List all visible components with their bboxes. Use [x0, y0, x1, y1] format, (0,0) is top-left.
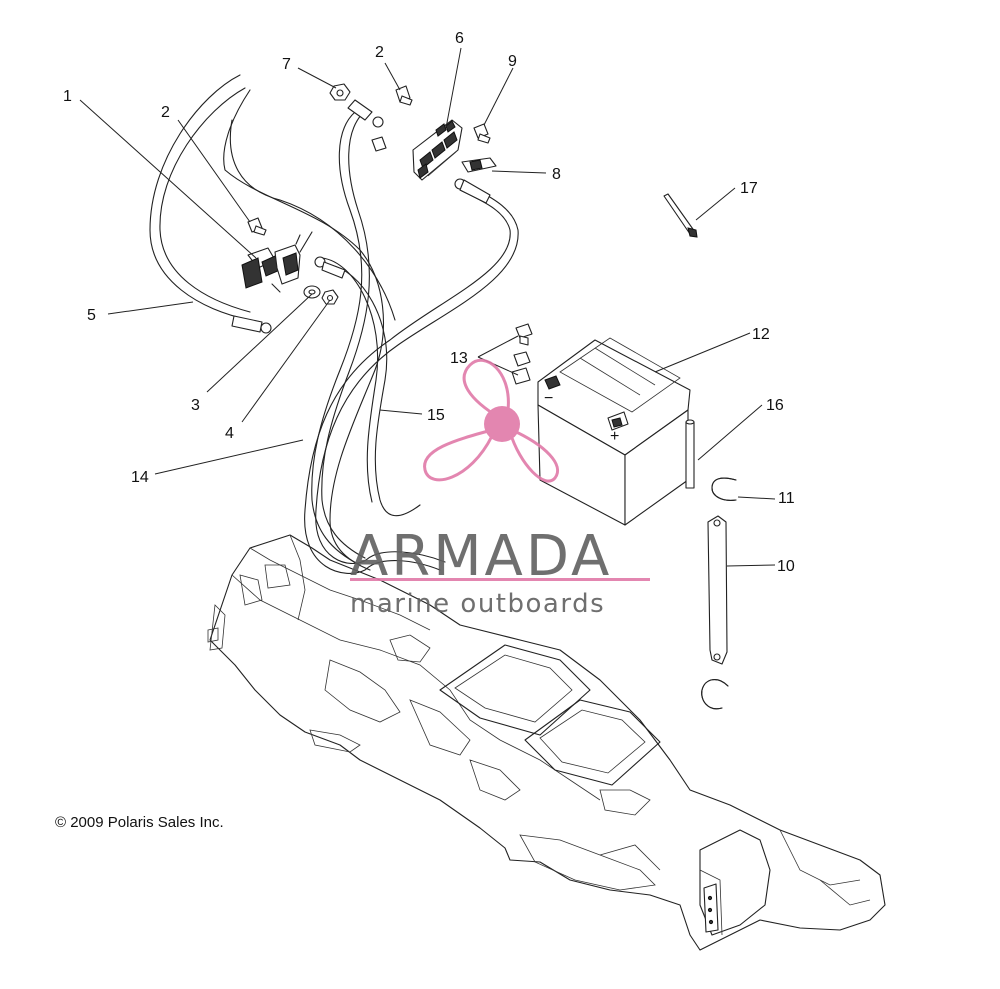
callout-6: 6: [455, 30, 464, 47]
chassis-frame: [207, 534, 886, 951]
battery-cable-15: [311, 99, 384, 566]
strap-part-10: [707, 515, 728, 665]
callout-15: 15: [427, 407, 445, 424]
callout-9: 9: [508, 53, 517, 70]
bolt-part-2-left: [247, 217, 267, 236]
callout-2-left: 2: [161, 104, 170, 121]
callout-11: 11: [778, 490, 795, 507]
solenoid-part-1: [241, 231, 313, 293]
leader-lines: [79, 47, 776, 567]
callout-12: 12: [752, 326, 770, 343]
clip-part-8: [461, 157, 497, 173]
bolt-small: [371, 136, 387, 152]
battery-negative-symbol: −: [544, 390, 553, 407]
screw-part-9: [473, 123, 491, 144]
copyright-notice: © 2009 Polaris Sales Inc.: [55, 814, 224, 831]
callout-14: 14: [131, 469, 149, 486]
watermark-subtitle: marine outboards: [350, 589, 605, 619]
hook-part-11: [711, 477, 737, 501]
battery-positive-symbol: +: [610, 428, 619, 445]
callout-5: 5: [87, 307, 96, 324]
battery-hardware-part-13: [511, 323, 533, 385]
armada-watermark: ARMADA marine outboards: [350, 358, 650, 619]
hook-lower: [701, 679, 729, 710]
washer-part-3: [303, 285, 321, 299]
callout-8: 8: [552, 166, 561, 183]
callout-16: 16: [766, 397, 784, 414]
battery-part-12: [537, 337, 691, 526]
callout-1: 1: [63, 88, 72, 105]
callout-7: 7: [282, 56, 291, 73]
callout-17: 17: [740, 180, 758, 197]
callout-4: 4: [225, 425, 234, 442]
callout-3: 3: [191, 397, 200, 414]
callout-2-top: 2: [375, 44, 384, 61]
callout-labels: 1 2 2 3 4 5 6 7 8 9 10 11 12 13 14 15 16…: [63, 30, 795, 575]
bolt-part-2-top: [395, 85, 413, 106]
ring-terminal: [314, 256, 346, 279]
battery-cable-14: [304, 178, 519, 574]
propeller-logo-icon: [423, 358, 559, 483]
callout-10: 10: [777, 558, 795, 575]
callout-13: 13: [450, 350, 468, 367]
fuse-block-part-6: [412, 119, 463, 181]
spacer-part-16: [685, 419, 695, 489]
lead-5: [231, 315, 272, 334]
nut-part-4: [321, 289, 339, 305]
cable-tie-part-17: [663, 193, 698, 238]
wire-harness: [149, 74, 396, 571]
